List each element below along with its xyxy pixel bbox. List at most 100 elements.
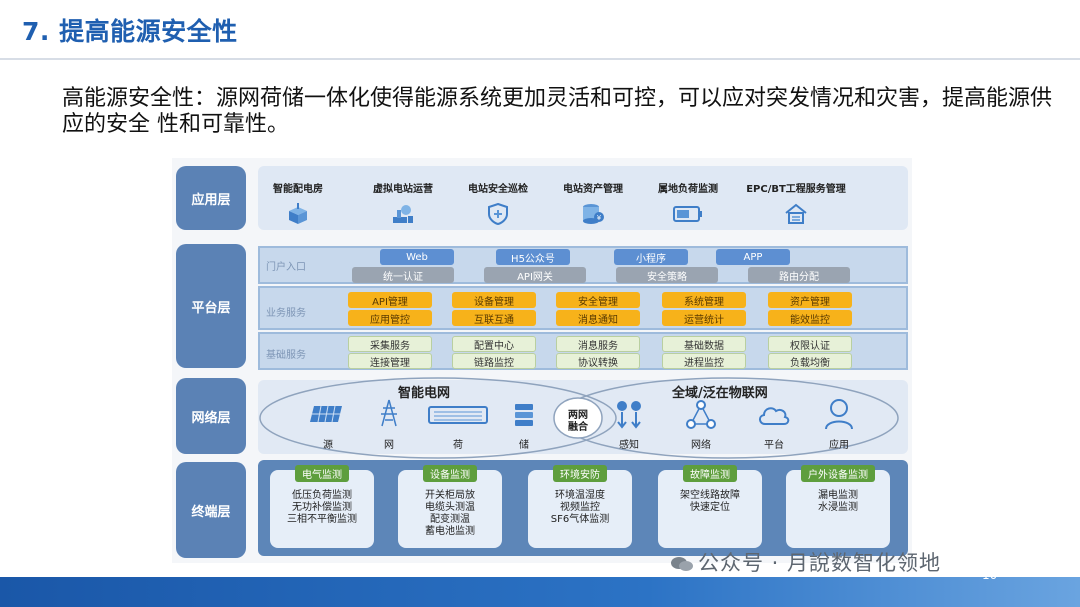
terminal-card: 故障监测 架空线路故障 快速定位 [658,465,762,548]
terminal-tag: 电气监测 [295,465,349,482]
terminal-line: 漏电监测 [818,490,858,501]
sensing-icon [617,401,641,429]
shield-icon [488,203,508,225]
app-label: 电站安全巡检 [468,184,528,195]
iot-item: 应用 [829,440,849,451]
convergence-label: 两网融合 [568,410,588,433]
foundation-service: 基础数据 [662,336,746,352]
portal-entry[interactable]: APP [716,249,790,265]
watermark: 公众号 · 月說数智化领地 [698,551,942,575]
battery-icon [673,206,702,222]
cloud-icon [759,407,790,425]
robot-arm-icon [393,205,413,223]
terminal-card: 设备监测 开关柜局放 电缆头测温 配变测温 蓄电池监测 [398,465,502,548]
solar-panel-icon [310,405,342,423]
terminal-line: 环境温湿度 [555,490,605,501]
iot-item: 感知 [619,440,639,451]
svg-text:¥: ¥ [597,214,602,222]
app-label: 智能配电房 [273,184,323,195]
grid-item: 网 [384,440,394,451]
terminal-tag: 环境安防 [553,465,607,482]
network-nodes-icon [686,400,716,429]
business-service: 运营统计 [662,310,746,326]
gateway-item: API网关 [484,267,586,283]
page-number: 10 [982,568,998,582]
slide-title: 7. 提高能源安全性 [22,17,238,46]
terminal-line: 快速定位 [690,502,730,513]
title-bar: 7. 提高能源安全性 [0,0,1080,60]
terminal-card: 户外设备监测 漏电监测 水浸监测 [786,465,890,548]
portal-entry[interactable]: H5公众号 [496,249,570,265]
foundation-service: 协议转换 [556,353,640,369]
slide-subtitle: 高能源安全性：源网荷储一体化使得能源系统更加灵活和可控，可以应对突发情况和灾害，… [62,86,1053,137]
terminal-card: 电气监测 低压负荷监测 无功补偿监测 三相不平衡监测 [270,465,374,548]
application-band: 智能配电房 虚拟电站运营 电站安全巡检 电站资产管理 属地负荷监测 EPC/BT… [258,166,908,230]
foundation-service: 采集服务 [348,336,432,352]
database-icon: ¥ [583,204,604,224]
foundation-service: 进程监控 [662,353,746,369]
terminal-line: 视频监控 [560,502,600,513]
business-service: 系统管理 [662,292,746,308]
gateway-item: 路由分配 [748,267,850,283]
terminal-tag: 户外设备监测 [801,465,875,482]
terminal-line: 三相不平衡监测 [287,514,357,525]
business-service: 能效监控 [768,310,852,326]
storage-icon [515,404,533,426]
layer-label-application: 应用层 [176,166,246,230]
foundation-service: 连接管理 [348,353,432,369]
portal-entry[interactable]: Web [380,249,454,265]
load-cabinet-icon [428,406,488,424]
architecture-diagram: 应用层 平台层 网络层 终端层 智能配电房 虚拟电站运营 电站安全巡检 电站资产… [172,158,912,563]
terminal-line: 电缆头测温 [425,502,475,513]
business-service: 设备管理 [452,292,536,308]
foundation-service: 负载均衡 [768,353,852,369]
business-service: API管理 [348,292,432,308]
foundation-services-band: 基础服务 采集服务 配置中心 消息服务 基础数据 权限认证 连接管理 链路监控 … [258,332,908,370]
app-label: 属地负荷监测 [658,184,718,195]
gateway-item: 统一认证 [352,267,454,283]
foundation-service: 消息服务 [556,336,640,352]
portal-label: 门户入口 [266,262,306,273]
terminal-line: 配变测温 [430,514,470,525]
user-icon [825,399,853,430]
business-service: 消息通知 [556,310,640,326]
portal-entry[interactable]: 小程序 [614,249,688,265]
wechat-icon [671,557,693,571]
layer-label-network: 网络层 [176,378,246,454]
foundation-service: 配置中心 [452,336,536,352]
iot-title: 全域/泛在物联网 [672,386,768,401]
terminal-tag: 设备监测 [423,465,477,482]
app-label: EPC/BT工程服务管理 [746,184,846,195]
business-service: 安全管理 [556,292,640,308]
terminal-line: 蓄电池监测 [425,526,475,537]
business-service: 互联互通 [452,310,536,326]
terminal-line: 架空线路故障 [680,490,740,501]
iot-item: 网络 [691,440,711,451]
house-icon [785,203,807,224]
network-band: 智能电网 全域/泛在物联网 两网融合 源 网 荷 储 [258,377,908,459]
app-label: 虚拟电站运营 [373,184,433,195]
terminal-line: SF6气体监测 [550,514,610,525]
footer-bar [0,577,1080,607]
terminal-line: 无功补偿监测 [292,502,352,513]
foundation-label: 基础服务 [266,350,306,361]
grid-item: 荷 [453,440,463,451]
network-ellipses [259,377,899,459]
terminal-band: 电气监测 低压负荷监测 无功补偿监测 三相不平衡监测 设备监测 开关柜局放 电缆… [258,460,908,556]
substation-box-icon [289,203,307,224]
power-tower-icon [381,399,397,427]
terminal-line: 开关柜局放 [425,490,475,501]
foundation-service: 链路监控 [452,353,536,369]
business-service: 应用管控 [348,310,432,326]
terminal-card: 环境安防 环境温湿度 视频监控 SF6气体监测 [528,465,632,548]
iot-item: 平台 [764,440,784,451]
app-label: 电站资产管理 [563,184,623,195]
business-services-band: 业务服务 API管理 设备管理 安全管理 系统管理 资产管理 应用管控 互联互通… [258,286,908,330]
business-label: 业务服务 [266,308,306,319]
portal-band: 门户入口 Web H5公众号 小程序 APP 统一认证 API网关 安全策略 路… [258,246,908,284]
terminal-line: 水浸监测 [818,502,858,513]
business-service: 资产管理 [768,292,852,308]
terminal-line: 低压负荷监测 [292,490,352,501]
foundation-service: 权限认证 [768,336,852,352]
layer-label-terminal: 终端层 [176,462,246,558]
